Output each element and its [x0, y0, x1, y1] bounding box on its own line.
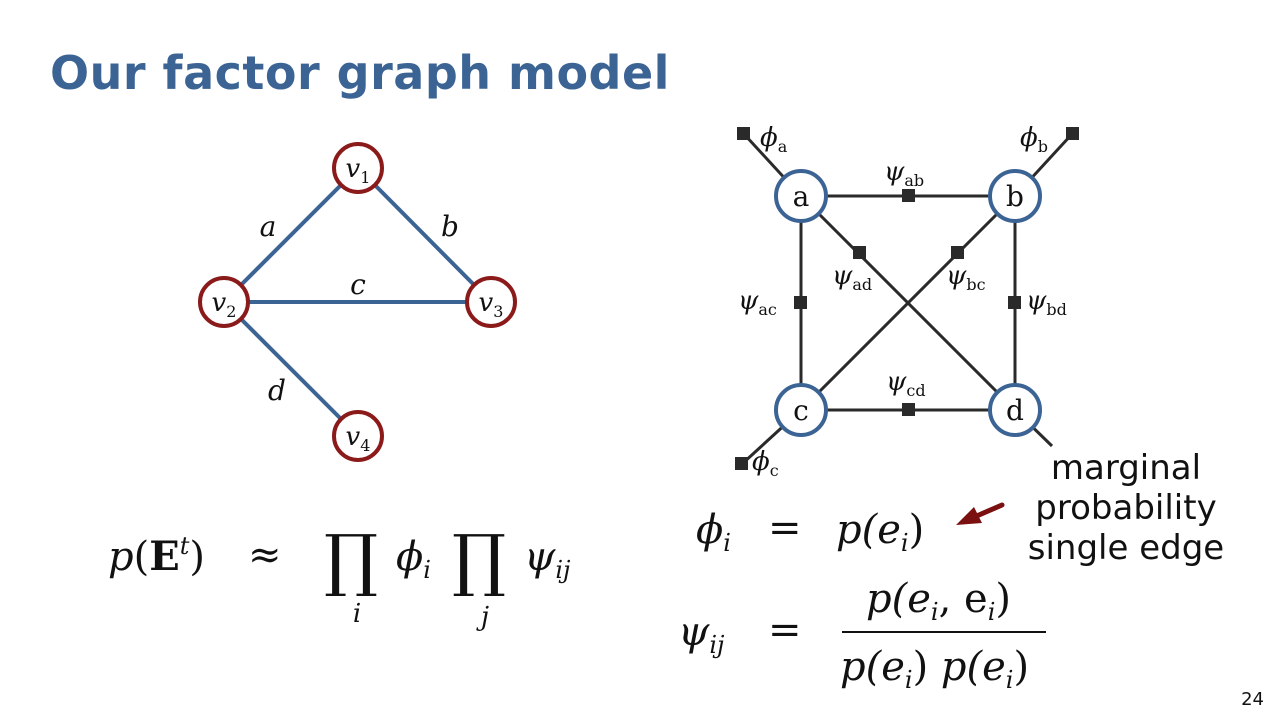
fg-node-a — [774, 169, 828, 223]
fg-node-d — [988, 383, 1042, 437]
edge-label-c: c — [350, 268, 366, 301]
arrow-head — [956, 507, 982, 525]
fg-edge-bc — [799, 194, 1017, 412]
graph-node-label-v2: v2 — [212, 288, 237, 321]
factor-label-psi-ab: ψab — [884, 157, 924, 190]
fg-node-c — [774, 383, 828, 437]
factor-square-psi-ab — [902, 189, 915, 202]
graph-node-v1 — [332, 142, 384, 194]
factor-square-phi-c — [735, 457, 748, 470]
product-symbol-i: ∏ — [324, 521, 378, 600]
def-phi-rhs: p(ei) — [836, 507, 924, 557]
graph-node-label-v3: v3 — [479, 288, 504, 321]
slide-title: Our factor graph model — [50, 46, 670, 100]
def-psi-denominator: p(ei) p(ei) — [840, 644, 1029, 694]
fg-node-label-a: a — [793, 180, 810, 213]
def-psi-ij: ψij — [678, 609, 725, 659]
factor-label-psi-cd: ψcd — [886, 367, 926, 400]
graph-node-label-v1: v1 — [346, 154, 371, 187]
annotation-line-3: single edge — [1027, 528, 1225, 568]
def-phi-equals: = — [768, 505, 802, 551]
formula-lhs: p(Et) — [108, 532, 205, 580]
page-number: 24 — [1241, 689, 1264, 710]
graph-node-v2 — [198, 276, 250, 328]
factor-label-psi-ad: ψad — [832, 261, 872, 294]
factorization-formula: p(Et) ≈ ∏ i ϕi ∏ j ψij — [108, 521, 571, 632]
pairwise-definition: ψij = p(ei, ei) p(ei) p(ei) — [678, 576, 1046, 694]
factor-label-psi-bd: ψbd — [1026, 286, 1067, 319]
fg-node-b — [988, 169, 1042, 223]
unary-definition: ϕi = p(ei) — [696, 505, 924, 557]
def-psi-equals: = — [768, 607, 802, 653]
annotation-line-1: marginal — [1050, 448, 1202, 488]
original-graph: a b c d v1 v2 v3 v4 — [198, 142, 517, 462]
edge-d — [222, 300, 360, 438]
annotation-line-2: probability — [1035, 488, 1217, 528]
fg-node-label-b: b — [1006, 180, 1024, 213]
annotation-note: marginal probability single edge — [1010, 448, 1242, 568]
def-psi-numerator: p(ei, ei) — [866, 576, 1011, 626]
factor-square-psi-ad — [853, 246, 866, 259]
graph-node-v4 — [332, 410, 384, 462]
formula-psi-ij: ψij — [524, 534, 571, 584]
factor-label-phi-c: ϕc — [752, 447, 779, 480]
fg-node-label-c: c — [793, 394, 809, 427]
factor-label-psi-bc: ψbc — [946, 261, 986, 294]
factor-label-psi-ac: ψac — [738, 286, 777, 319]
edge-label-a: a — [260, 210, 277, 243]
def-phi-i: ϕi — [696, 507, 731, 557]
annotation-arrow — [956, 502, 1005, 525]
product-index-j: j — [476, 602, 489, 632]
factor-square-phi-b — [1066, 127, 1079, 140]
factor-square-psi-ac — [794, 296, 807, 309]
factor-square-psi-bd — [1008, 296, 1021, 309]
graph-node-v3 — [465, 276, 517, 328]
product-symbol-j: ∏ — [452, 521, 506, 600]
product-index-i: i — [353, 599, 361, 629]
factor-square-psi-cd — [902, 403, 915, 416]
formula-phi-i: ϕi — [396, 534, 431, 584]
edge-a — [222, 166, 360, 304]
factor-square-psi-bc — [951, 246, 964, 259]
factor-graph: a b c d ϕa ϕb ϕc ψab ψad ψbc ψac ψbd ψcd — [735, 123, 1079, 480]
factor-label-phi-a: ϕa — [760, 123, 788, 156]
edge-b — [356, 166, 493, 304]
factor-square-phi-a — [737, 127, 750, 140]
graph-node-label-v4: v4 — [346, 422, 371, 455]
factor-label-phi-b: ϕb — [1020, 123, 1048, 156]
fg-node-label-d: d — [1006, 394, 1024, 427]
formula-approx: ≈ — [248, 532, 282, 578]
edge-label-d: d — [268, 374, 286, 407]
edge-label-b: b — [441, 210, 459, 243]
graph-edges — [222, 166, 493, 438]
